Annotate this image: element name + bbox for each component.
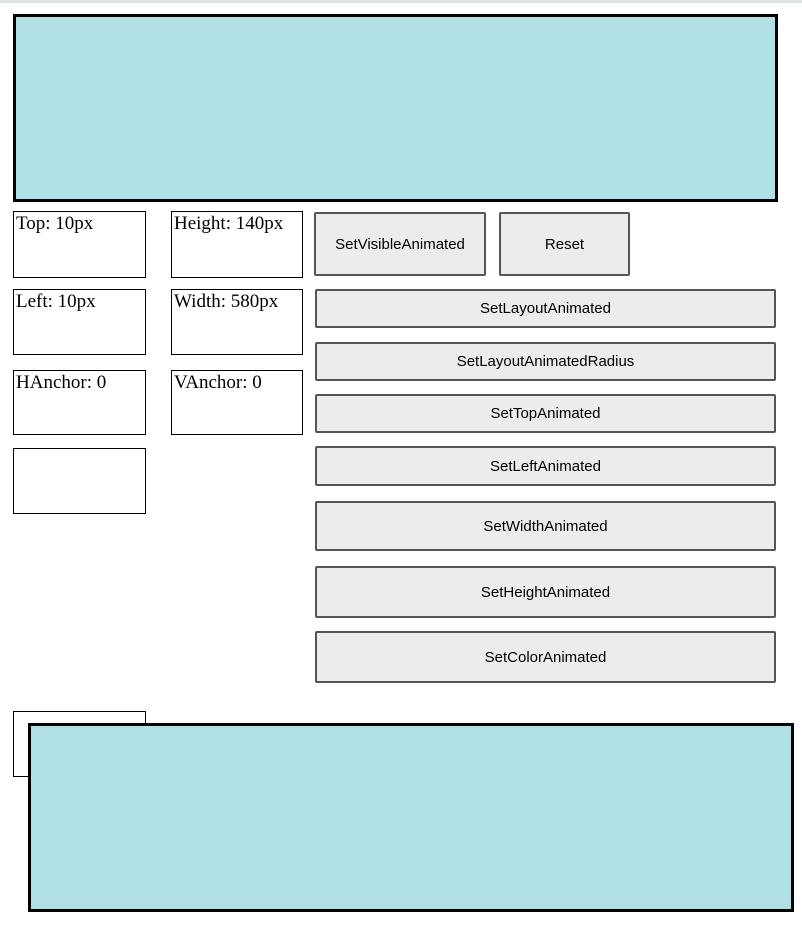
- vanchor-value-box: VAnchor: 0: [171, 370, 303, 435]
- left-value-box: Left: 10px: [13, 289, 146, 355]
- animated-rectangle-bottom: [28, 723, 794, 912]
- set-visible-animated-button[interactable]: SetVisibleAnimated: [314, 212, 486, 276]
- empty-value-box: [13, 448, 146, 514]
- reset-button[interactable]: Reset: [499, 212, 630, 276]
- width-value-box: Width: 580px: [171, 289, 303, 355]
- height-value-box: Height: 140px: [171, 211, 303, 278]
- set-width-animated-button[interactable]: SetWidthAnimated: [315, 501, 776, 551]
- top-value-box: Top: 10px: [13, 211, 146, 278]
- animated-rectangle-top: [13, 14, 778, 202]
- hanchor-value-box: HAnchor: 0: [13, 370, 146, 435]
- set-layout-animated-button[interactable]: SetLayoutAnimated: [315, 289, 776, 328]
- top-edge-strip: [0, 0, 802, 3]
- set-layout-animated-radius-button[interactable]: SetLayoutAnimatedRadius: [315, 342, 776, 381]
- set-left-animated-button[interactable]: SetLeftAnimated: [315, 446, 776, 486]
- set-top-animated-button[interactable]: SetTopAnimated: [315, 394, 776, 433]
- set-height-animated-button[interactable]: SetHeightAnimated: [315, 566, 776, 618]
- set-color-animated-button[interactable]: SetColorAnimated: [315, 631, 776, 683]
